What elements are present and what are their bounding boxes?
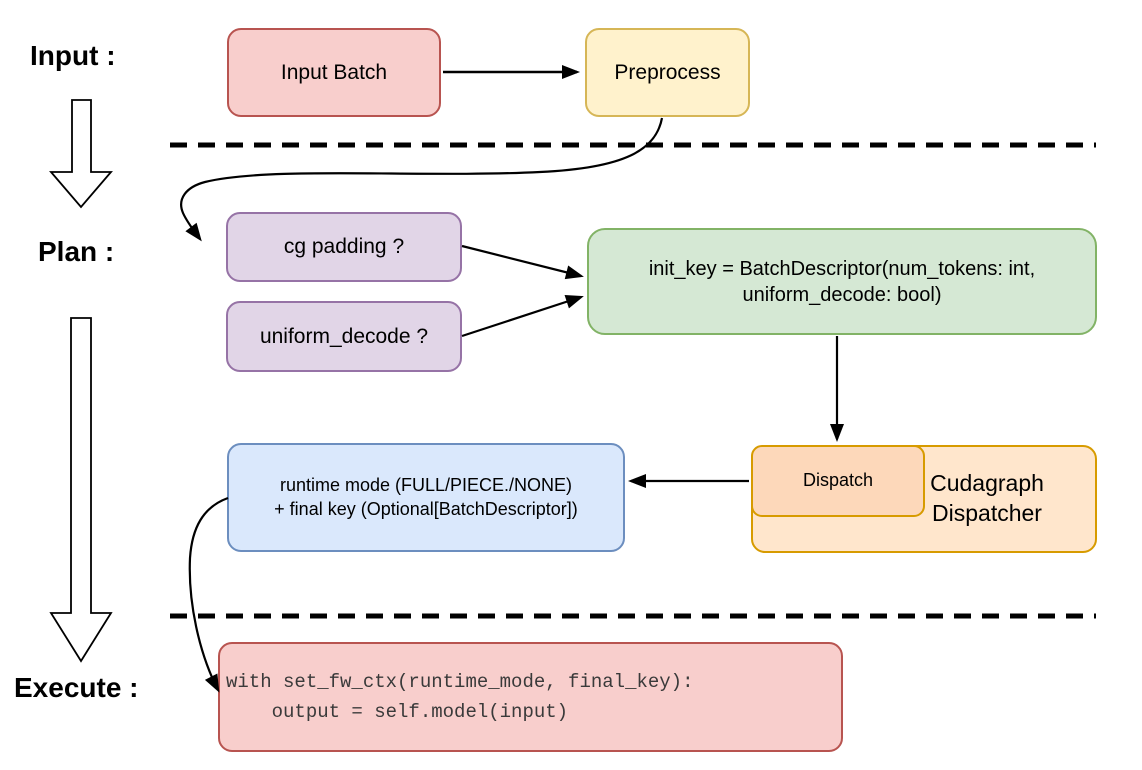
node-runtime-mode-line1: runtime mode (FULL/PIECE./NONE) [279,475,573,496]
execute-code-line2: output = self.model(input) [226,701,569,723]
execute-code-line1: with set_fw_ctx(runtime_mode, final_key)… [226,671,694,693]
node-init-key-line2: uniform_decode: bool) [742,283,942,306]
node-dispatch-label: Dispatch [802,470,874,491]
node-input-batch-label: Input Batch [280,60,388,84]
node-uniform-decode: uniform_decode ? [226,301,462,372]
stage-label-plan: Plan : [38,236,115,267]
connector-uniformdecode-to-initkey [461,295,584,338]
node-runtime-mode-line2: + final key (Optional[BatchDescriptor]) [274,498,578,519]
input-to-plan-arrow [49,99,113,209]
node-cg-padding-label: cg padding ? [283,235,405,259]
node-runtime-mode: runtime mode (FULL/PIECE./NONE) + final … [227,443,625,552]
node-uniform-decode-label: uniform_decode ? [259,324,429,348]
node-init-key: init_key = BatchDescriptor(num_tokens: i… [587,228,1097,335]
node-dispatch: Dispatch [751,445,925,517]
node-preprocess: Preprocess [585,28,750,117]
stage-label-input: Input : [30,40,116,71]
node-init-key-line1: init_key = BatchDescriptor(num_tokens: i… [648,257,1036,280]
connector-cgpadding-to-initkey [461,244,584,280]
node-cg-padding: cg padding ? [226,212,462,282]
plan-to-execute-arrow [49,317,113,663]
node-execute-code: with set_fw_ctx(runtime_mode, final_key)… [218,642,843,752]
node-input-batch: Input Batch [227,28,441,117]
stage-label-execute: Execute : [14,672,139,703]
node-preprocess-label: Preprocess [614,60,721,84]
node-cudagraph-dispatcher-label: Cudagraph Dispatcher [930,470,1044,526]
